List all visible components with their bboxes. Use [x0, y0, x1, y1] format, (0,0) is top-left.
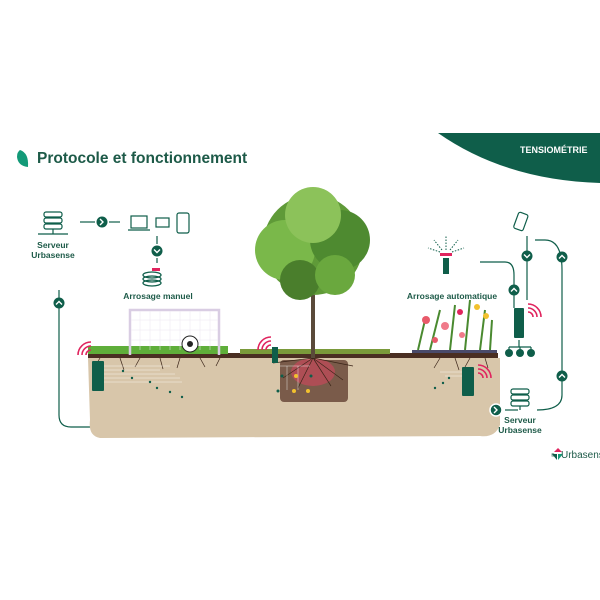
chevron-up-icon — [53, 297, 65, 309]
server-label-left: Serveur Urbasense — [31, 240, 75, 260]
goal-net — [131, 311, 218, 350]
chevron-right-icon — [96, 216, 108, 228]
tree-trunk — [311, 270, 315, 358]
chevron-up-icon — [556, 251, 568, 263]
chevron-up-icon — [556, 370, 568, 382]
valve-icons — [505, 349, 535, 357]
chat-icon — [155, 217, 170, 228]
copyright-symbol: © — [551, 453, 555, 459]
server-label-right: Serveur Urbasense — [498, 415, 542, 435]
header-banner — [438, 133, 600, 183]
chevron-up-icon — [508, 284, 520, 296]
urbasense-logo-mark — [552, 448, 563, 460]
sensors — [92, 308, 524, 396]
server-icon-right — [510, 388, 530, 410]
sensor-irrigation — [514, 308, 524, 338]
phone-icon — [513, 211, 529, 232]
leaf-icon — [17, 150, 29, 167]
chevron-down-icon — [151, 245, 163, 257]
sprinkler-icon — [427, 236, 465, 274]
grass — [88, 346, 228, 354]
football-goal — [128, 308, 221, 355]
flowers — [417, 299, 493, 351]
sensor-left — [92, 361, 104, 391]
auto-watering-label: Arrosage automatique — [406, 291, 498, 301]
tablet-icon — [176, 212, 190, 234]
manual-watering-label: Arrosage manuel — [123, 291, 193, 301]
flower-bed-edge — [412, 350, 497, 353]
tree-crown — [255, 187, 370, 300]
brand-logo-text: Urbasense — [561, 450, 600, 461]
wifi-signal-icons — [77, 303, 542, 379]
sensor-right — [462, 367, 474, 396]
section-banner-label: TENSIOMÉTRIE — [520, 145, 588, 155]
sensor-tree — [272, 347, 278, 363]
ground-surface — [88, 353, 498, 358]
server-icon-left — [38, 211, 68, 235]
laptop-icon — [130, 215, 148, 229]
chevron-right-icon — [489, 403, 503, 417]
devices-icons — [128, 211, 529, 234]
chevron-buttons — [53, 216, 568, 417]
page-title: Protocole et fonctionnement — [37, 150, 248, 167]
chevron-down-icon — [521, 250, 533, 262]
hose-icon — [142, 271, 162, 287]
